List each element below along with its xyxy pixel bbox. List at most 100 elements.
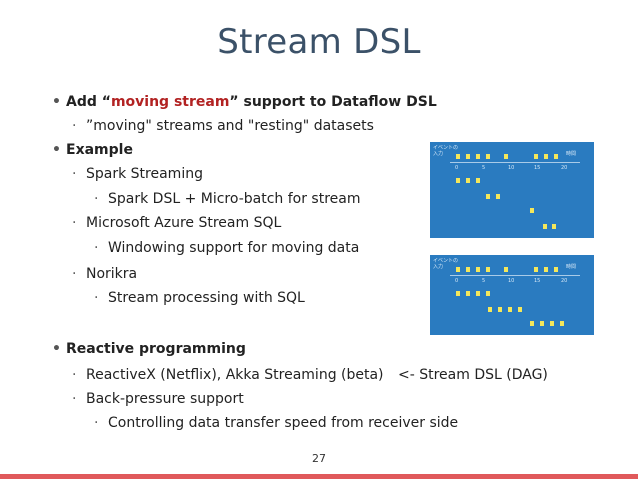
bullet-text: Stream processing with SQL — [108, 290, 305, 306]
diagram-tick: 10 — [508, 278, 515, 284]
slide-title: Stream DSL — [217, 22, 421, 62]
event-marker — [530, 321, 534, 326]
event-marker — [486, 291, 490, 296]
bullet-dot-icon: · — [94, 240, 99, 256]
event-marker — [550, 321, 554, 326]
bullet-dot-icon: · — [72, 391, 77, 407]
bullet-dot-icon: · — [72, 215, 77, 231]
event-marker — [456, 154, 460, 159]
bullet-stream-processing-sql: · Stream processing with SQL — [94, 289, 305, 307]
bullet-dot-icon: · — [94, 415, 99, 431]
bullet-text: Norikra — [86, 266, 138, 282]
event-marker — [534, 154, 538, 159]
bullet-azure-stream-sql: · Microsoft Azure Stream SQL — [72, 214, 282, 232]
diagram-input-label: イベントの入力 — [433, 258, 459, 270]
diagram-tick: 15 — [534, 165, 541, 171]
diagram-tick: 0 — [455, 278, 459, 284]
diagram-tick: 5 — [482, 278, 486, 284]
diagram-input-label: イベントの入力 — [433, 145, 459, 157]
event-marker — [466, 178, 470, 183]
event-marker — [508, 307, 512, 312]
event-marker — [544, 154, 548, 159]
bullet-text: Reactive programming — [66, 341, 246, 357]
event-marker — [476, 154, 480, 159]
stream-dsl-dag-note: <- Stream DSL (DAG) — [398, 367, 548, 383]
bullet-windowing: · Windowing support for moving data — [94, 239, 360, 257]
event-marker — [488, 307, 492, 312]
bullet-dot-icon: · — [72, 367, 77, 383]
event-marker — [552, 224, 556, 229]
bullet-dot-icon: · — [72, 266, 77, 282]
bullet-text: Windowing support for moving data — [108, 240, 360, 256]
diagram-tick: 5 — [482, 165, 486, 171]
bullet-text-suffix: ” support to Dataflow DSL — [229, 94, 437, 110]
event-marker — [486, 194, 490, 199]
event-marker — [530, 208, 534, 213]
event-marker — [456, 291, 460, 296]
diagram-time-label: 時間 — [565, 151, 576, 157]
event-marker — [456, 267, 460, 272]
bullet-moving-resting: · ”moving" streams and "resting" dataset… — [72, 117, 374, 135]
event-marker — [466, 291, 470, 296]
bullet-dot-icon: · — [94, 290, 99, 306]
event-marker — [486, 267, 490, 272]
event-marker — [554, 267, 558, 272]
bullet-text: Spark DSL + Micro-batch for stream — [108, 191, 361, 207]
event-marker — [504, 267, 508, 272]
diagram-tick: 15 — [534, 278, 541, 284]
bullet-text: Back-pressure support — [86, 391, 244, 407]
bullet-text: ReactiveX (Netflix), Akka Streaming (bet… — [86, 367, 384, 383]
event-marker — [498, 307, 502, 312]
bullet-text: ”moving" streams and "resting" datasets — [86, 118, 374, 134]
event-marker — [540, 321, 544, 326]
bullet-norikra: · Norikra — [72, 265, 138, 283]
event-marker — [496, 194, 500, 199]
bullet-dot-icon: • — [52, 142, 61, 158]
bullet-back-pressure: · Back-pressure support — [72, 390, 244, 408]
diagram-tick: 20 — [561, 278, 568, 284]
diagram-time-label: 時間 — [565, 264, 576, 270]
event-marker — [560, 321, 564, 326]
event-marker — [534, 267, 538, 272]
bullet-text-accent: moving stream — [110, 94, 230, 110]
bullet-text-prefix: Add “ — [66, 94, 111, 110]
event-marker — [486, 154, 490, 159]
event-marker — [518, 307, 522, 312]
event-marker — [504, 154, 508, 159]
event-marker — [476, 178, 480, 183]
bottom-accent-bar — [0, 474, 638, 479]
diagram-axis — [450, 275, 580, 276]
bullet-spark-dsl: · Spark DSL + Micro-batch for stream — [94, 190, 361, 208]
bullet-text: Microsoft Azure Stream SQL — [86, 215, 282, 231]
event-marker — [544, 267, 548, 272]
bullet-text: Example — [66, 142, 133, 158]
bullet-dot-icon: • — [52, 94, 61, 110]
bullet-text: Controlling data transfer speed from rec… — [108, 415, 459, 431]
bullet-dot-icon: · — [72, 166, 77, 182]
bullet-reactivex: · ReactiveX (Netflix), Akka Streaming (b… — [72, 366, 384, 384]
stream-diagram-top: イベントの入力 時間 0 5 10 15 20 — [430, 142, 594, 238]
bullet-spark-streaming: · Spark Streaming — [72, 165, 203, 183]
bullet-dot-icon: · — [94, 191, 99, 207]
diagram-axis — [450, 162, 580, 163]
event-marker — [456, 178, 460, 183]
bullet-dot-icon: · — [72, 118, 77, 134]
bullet-add-moving-stream: • Add “moving stream” support to Dataflo… — [52, 93, 437, 111]
bullet-dot-icon: • — [52, 341, 61, 357]
event-marker — [466, 154, 470, 159]
page-number: 27 — [312, 452, 326, 465]
event-marker — [543, 224, 547, 229]
bullet-reactive-programming: • Reactive programming — [52, 340, 246, 358]
event-marker — [476, 291, 480, 296]
bullet-text: Spark Streaming — [86, 166, 203, 182]
stream-diagram-bottom: イベントの入力 時間 0 5 10 15 20 — [430, 255, 594, 335]
bullet-example: • Example — [52, 141, 133, 159]
event-marker — [554, 154, 558, 159]
diagram-tick: 10 — [508, 165, 515, 171]
event-marker — [476, 267, 480, 272]
diagram-tick: 20 — [561, 165, 568, 171]
diagram-tick: 0 — [455, 165, 459, 171]
event-marker — [466, 267, 470, 272]
bullet-controlling-transfer: · Controlling data transfer speed from r… — [94, 414, 459, 432]
